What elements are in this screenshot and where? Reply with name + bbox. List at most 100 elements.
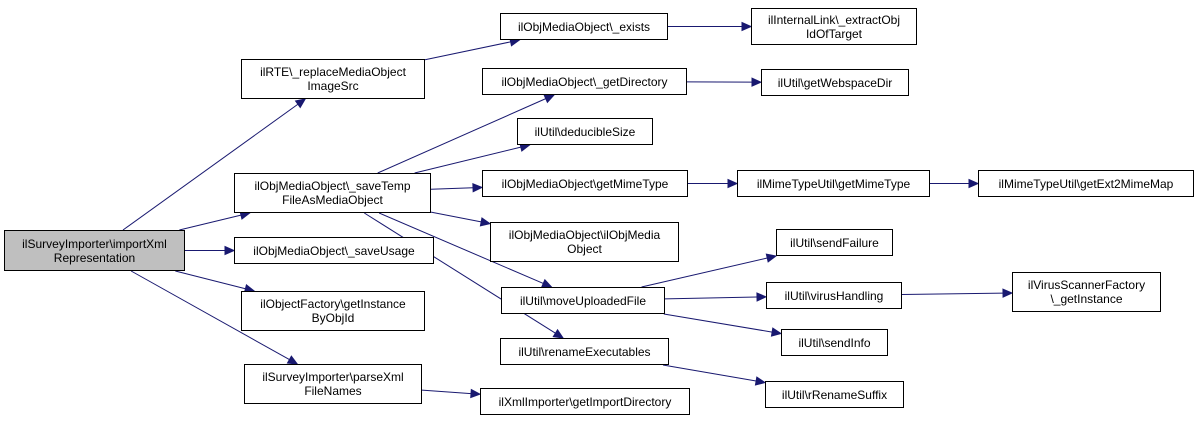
node-save-usage[interactable]: ilObjMediaObject\_saveUsage [234, 237, 434, 264]
node-rename-executables[interactable]: ilUtil\renameExecutables [500, 338, 669, 365]
node-move-uploaded[interactable]: ilUtil\moveUploadedFile [501, 287, 665, 314]
edge-root-to-saveUsage [185, 245, 236, 256]
arrowhead-icon [294, 98, 307, 109]
edge-line [430, 211, 482, 223]
node-virus-factory[interactable]: ilVirusScannerFactory \_getInstance [1012, 272, 1161, 312]
edge-line [424, 41, 511, 61]
edge-line [122, 103, 299, 231]
node-label: ilUtil\rRenameSuffix [781, 387, 888, 402]
node-label: ilObjMediaObject\_saveUsage [253, 243, 415, 258]
edge-line [901, 292, 1004, 296]
node-virus-handling[interactable]: ilUtil\virusHandling [766, 282, 902, 309]
node-label: ilSurveyImporter\importXml Representatio… [22, 236, 167, 265]
edge-line [179, 214, 242, 231]
node-label: ilObjMediaObject\_exists [517, 19, 651, 34]
edge-saveTemp-to-ctor [430, 211, 492, 227]
edge-parseXml-to-importDir [421, 388, 482, 399]
edge-line [377, 98, 546, 174]
arrowhead-icon [968, 178, 980, 189]
node-label: ilUtil\sendInfo [798, 335, 871, 350]
node-constructor[interactable]: ilObjMediaObject\ilObjMedia Object [490, 222, 679, 262]
edge-saveTemp-to-getMimeType [430, 182, 484, 193]
arrowhead-icon [479, 217, 492, 227]
edge-line [414, 146, 521, 174]
arrowhead-icon [756, 292, 768, 302]
node-r-rename-suffix[interactable]: ilUtil\rRenameSuffix [765, 381, 904, 408]
arrowhead-icon [1002, 288, 1014, 298]
node-root: ilSurveyImporter\importXml Representatio… [4, 230, 185, 271]
edge-line [430, 187, 474, 190]
edge-renameExec-to-rRename [662, 364, 767, 386]
edge-saveTemp-to-getDirectory [377, 94, 556, 174]
node-send-failure[interactable]: ilUtil\sendFailure [776, 229, 893, 256]
edge-line [641, 257, 768, 288]
node-label: ilMimeTypeUtil\getMimeType [756, 176, 911, 191]
node-label: ilObjMediaObject\_getDirectory [501, 74, 668, 89]
edge-getDirectory-to-webspace [686, 77, 763, 87]
edge-root-to-replaceMedia [122, 98, 307, 231]
node-label: ilObjectFactory\getInstance ByObjId [260, 297, 406, 325]
edge-getMimeType-to-mimeUtil [688, 178, 739, 189]
edge-line [175, 270, 246, 290]
edge-saveTemp-to-deducible [414, 142, 531, 174]
node-label: ilXmlImporter\getImportDirectory [498, 394, 672, 409]
arrowhead-icon [472, 182, 484, 193]
arrowhead-icon [741, 21, 753, 32]
node-send-info[interactable]: ilUtil\sendInfo [781, 329, 888, 356]
node-label: ilVirusScannerFactory \_getInstance [1027, 278, 1146, 306]
node-exists[interactable]: ilObjMediaObject\_exists [500, 13, 668, 40]
edge-moveUploaded-to-sendInfo [663, 313, 783, 337]
node-label: ilUtil\deducibleSize [534, 124, 636, 139]
node-label: ilObjMediaObject\getMimeType [501, 176, 669, 191]
node-get-directory[interactable]: ilObjMediaObject\_getDirectory [482, 68, 687, 95]
edge-replaceMedia-to-exists [424, 37, 521, 61]
node-get-instance-by-obj-id[interactable]: ilObjectFactory\getInstance ByObjId [241, 291, 425, 331]
edge-line [378, 212, 544, 284]
node-deducible-size[interactable]: ilUtil\deducibleSize [517, 118, 653, 145]
arrowhead-icon [770, 327, 783, 337]
node-extract-obj[interactable]: ilInternalLink\_extractObj IdOfTarget [751, 8, 917, 45]
arrowhead-icon [754, 376, 767, 386]
node-label: ilMimeTypeUtil\getExt2MimeMap [998, 176, 1174, 191]
edge-root-to-getInstanceByObjId [175, 270, 256, 294]
edge-mimeUtil-to-ext2mime [930, 178, 980, 189]
edge-line [663, 313, 773, 333]
node-get-mime-type[interactable]: ilObjMediaObject\getMimeType [482, 170, 688, 197]
arrowhead-icon [470, 388, 482, 399]
node-label: ilRTE\_replaceMediaObject ImageSrc [260, 65, 406, 93]
node-ext2mime[interactable]: ilMimeTypeUtil\getExt2MimeMap [978, 170, 1194, 197]
node-label: ilUtil\getWebspaceDir [777, 75, 893, 90]
arrowhead-icon [286, 355, 299, 365]
edge-moveUploaded-to-virusHandling [664, 292, 768, 302]
arrowhead-icon [727, 178, 739, 189]
node-label: ilSurveyImporter\parseXml FileNames [262, 370, 404, 398]
arrowhead-icon [765, 253, 778, 263]
edge-moveUploaded-to-sendFailure [641, 253, 778, 288]
edge-line [130, 270, 290, 361]
node-label: ilUtil\sendFailure [790, 235, 879, 250]
node-webspace-dir[interactable]: ilUtil\getWebspaceDir [761, 69, 909, 96]
node-label: ilObjMediaObject\ilObjMedia Object [508, 228, 661, 256]
node-label: ilUtil\moveUploadedFile [519, 293, 647, 308]
node-import-directory[interactable]: ilXmlImporter\getImportDirectory [480, 388, 690, 415]
arrowhead-icon [552, 328, 565, 339]
arrowhead-icon [224, 245, 236, 256]
edge-line [664, 296, 758, 300]
node-save-temp[interactable]: ilObjMediaObject\_saveTemp FileAsMediaOb… [234, 173, 431, 213]
edge-line [421, 389, 472, 395]
node-replace-media[interactable]: ilRTE\_replaceMediaObject ImageSrc [241, 59, 425, 99]
node-mime-util[interactable]: ilMimeTypeUtil\getMimeType [737, 170, 930, 197]
node-label: ilInternalLink\_extractObj IdOfTarget [767, 12, 901, 41]
node-label: ilUtil\renameExecutables [518, 344, 651, 359]
node-parse-xml[interactable]: ilSurveyImporter\parseXml FileNames [244, 364, 422, 404]
edge-exists-to-extractObj [668, 21, 753, 32]
edge-line [662, 364, 757, 382]
arrowhead-icon [751, 77, 763, 87]
edge-virusHandling-to-virusFactory [901, 288, 1014, 298]
arrowhead-icon [543, 94, 556, 104]
node-label: ilObjMediaObject\_saveTemp FileAsMediaOb… [254, 179, 411, 207]
edge-root-to-parseXml [130, 270, 299, 365]
edge-root-to-saveTemp [179, 210, 251, 231]
